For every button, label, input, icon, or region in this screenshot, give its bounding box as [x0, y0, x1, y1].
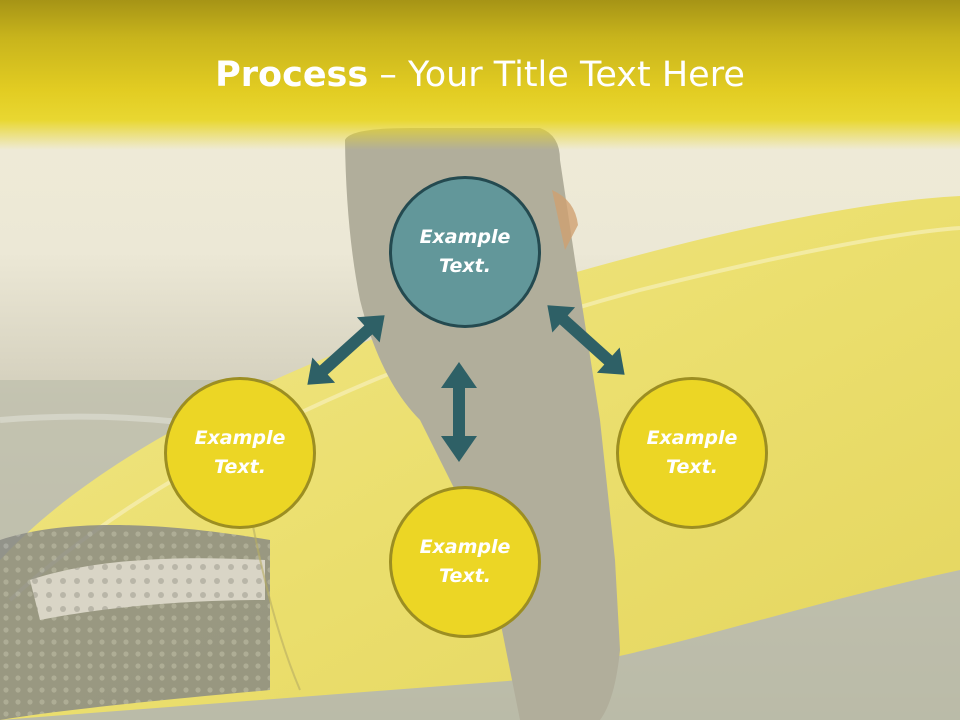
arrow-left-diagonal	[307, 315, 385, 385]
node-right-label: Example Text.	[646, 427, 738, 478]
arrow-vertical	[441, 362, 477, 462]
node-top-label: Example Text.	[419, 226, 511, 277]
slide-title: Process – Your Title Text Here	[0, 52, 960, 98]
node-bottom-label: Example Text.	[419, 536, 511, 587]
node-top: Example Text.	[389, 176, 541, 328]
title-band	[0, 0, 960, 150]
title-bold: Process	[215, 55, 369, 95]
node-bottom: Example Text.	[389, 486, 541, 638]
node-right: Example Text.	[616, 377, 768, 529]
node-left: Example Text.	[164, 377, 316, 529]
arrow-right-diagonal	[547, 305, 625, 375]
node-left-label: Example Text.	[194, 427, 286, 478]
title-rest: – Your Title Text Here	[368, 55, 745, 95]
